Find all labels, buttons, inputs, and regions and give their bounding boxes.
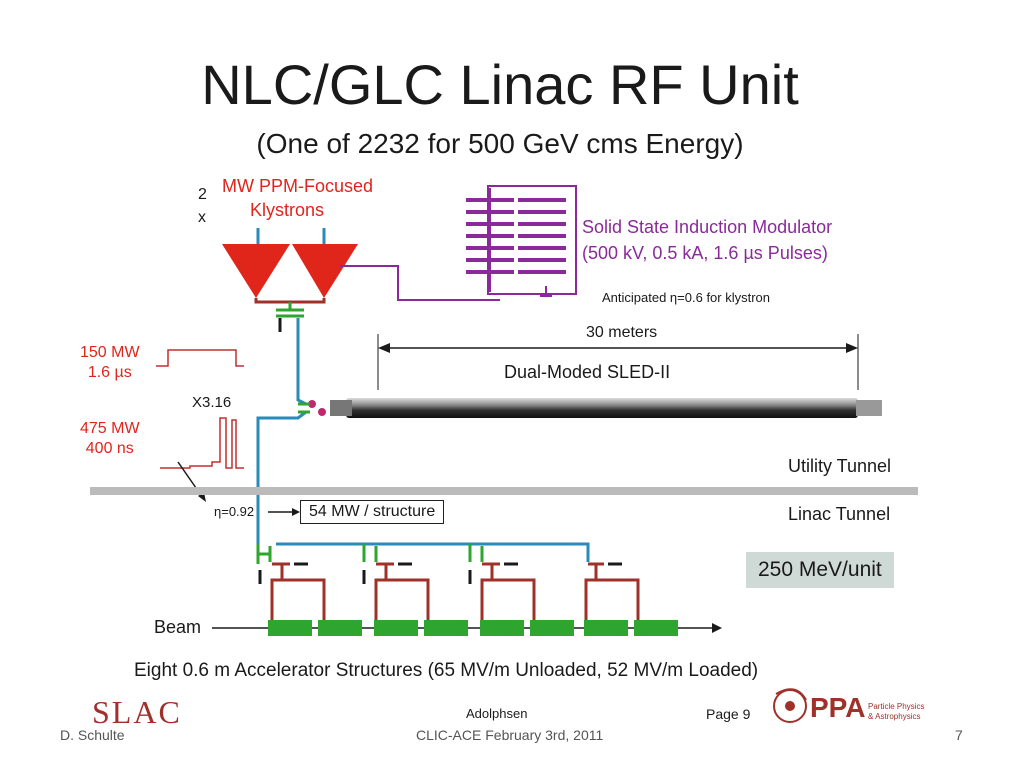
induction-modulator-coils [466,185,577,297]
output-pulse-label: 475 MW 400 ns [80,419,140,459]
linac-tunnel-label: Linac Tunnel [788,504,891,524]
klystron-label-line2: Klystrons [250,200,325,220]
eta-arrow [268,508,300,516]
pulse-pointer-arrow [177,461,206,502]
accelerator-structures [268,620,678,636]
beam-label: Beam [154,617,202,637]
klystron-right [292,228,358,298]
klystron-combiner [254,298,326,332]
sled-label: Dual-Moded SLED-II [504,362,671,382]
utility-tunnel-label: Utility Tunnel [788,456,892,476]
klystron-label-line1: MW PPM-Focused [222,176,374,196]
sled-length-label: 30 meters [586,324,658,341]
output-pulse-power: 475 MW [80,420,140,437]
klystron-count-line1: 2 [198,186,207,203]
output-pulse-length: 400 ns [85,440,134,457]
ppa-line1: Particle Physics [868,702,925,711]
sled-length-arrow [377,334,859,390]
klystron-left [222,228,290,298]
slide-title: NLC/GLC Linac RF Unit [201,53,799,116]
input-pulse-shape [156,349,244,367]
tunnel-wall [90,487,918,495]
ppa-logo-text: Particle Physics & Astrophysics [868,702,924,722]
modulator-label-line2: (500 kV, 0.5 kA, 1.6 µs Pulses) [582,243,828,263]
input-pulse-label: 150 MW 1.6 µs [80,343,140,383]
ppa-line2: & Astrophysics [868,712,921,721]
klystron-count-line2: x [198,209,206,226]
compression-factor: X3.16 [192,394,232,411]
klystron-count-label: 2 x [198,183,207,229]
energy-per-unit-box: 250 MeV/unit [746,552,894,588]
klystron-efficiency-note: Anticipated η=0.6 for klystron [602,290,771,305]
event-name: CLIC-ACE February 3rd, 2011 [416,727,604,743]
page-reference: Page 9 [706,706,751,722]
modulator-cable [340,265,500,301]
output-pulse-shape [160,417,244,469]
klystron-label: MW PPM-Focused Klystrons [222,174,373,222]
slide-number: 7 [955,727,963,743]
input-pulse-power: 150 MW [80,344,140,361]
distribution-efficiency: η=0.92 [214,504,255,519]
power-per-structure-box: 54 MW / structure [300,500,445,524]
ppa-logo: PPA [810,692,866,723]
presenter-name: D. Schulte [60,727,125,743]
waveguide [256,318,310,544]
author-small: Adolphsen [466,706,528,721]
input-pulse-length: 1.6 µs [87,364,132,381]
structures-caption: Eight 0.6 m Accelerator Structures (65 M… [134,660,759,681]
sled-ii-pipe [308,398,882,418]
slac-logo: SLAC [92,694,182,730]
slide-subtitle: (One of 2232 for 500 GeV cms Energy) [256,128,744,159]
modulator-label-line1: Solid State Induction Modulator [582,217,833,237]
distribution-network [256,542,640,620]
modulator-label: Solid State Induction Modulator (500 kV,… [582,214,832,266]
ppa-logo-mark [773,688,807,723]
